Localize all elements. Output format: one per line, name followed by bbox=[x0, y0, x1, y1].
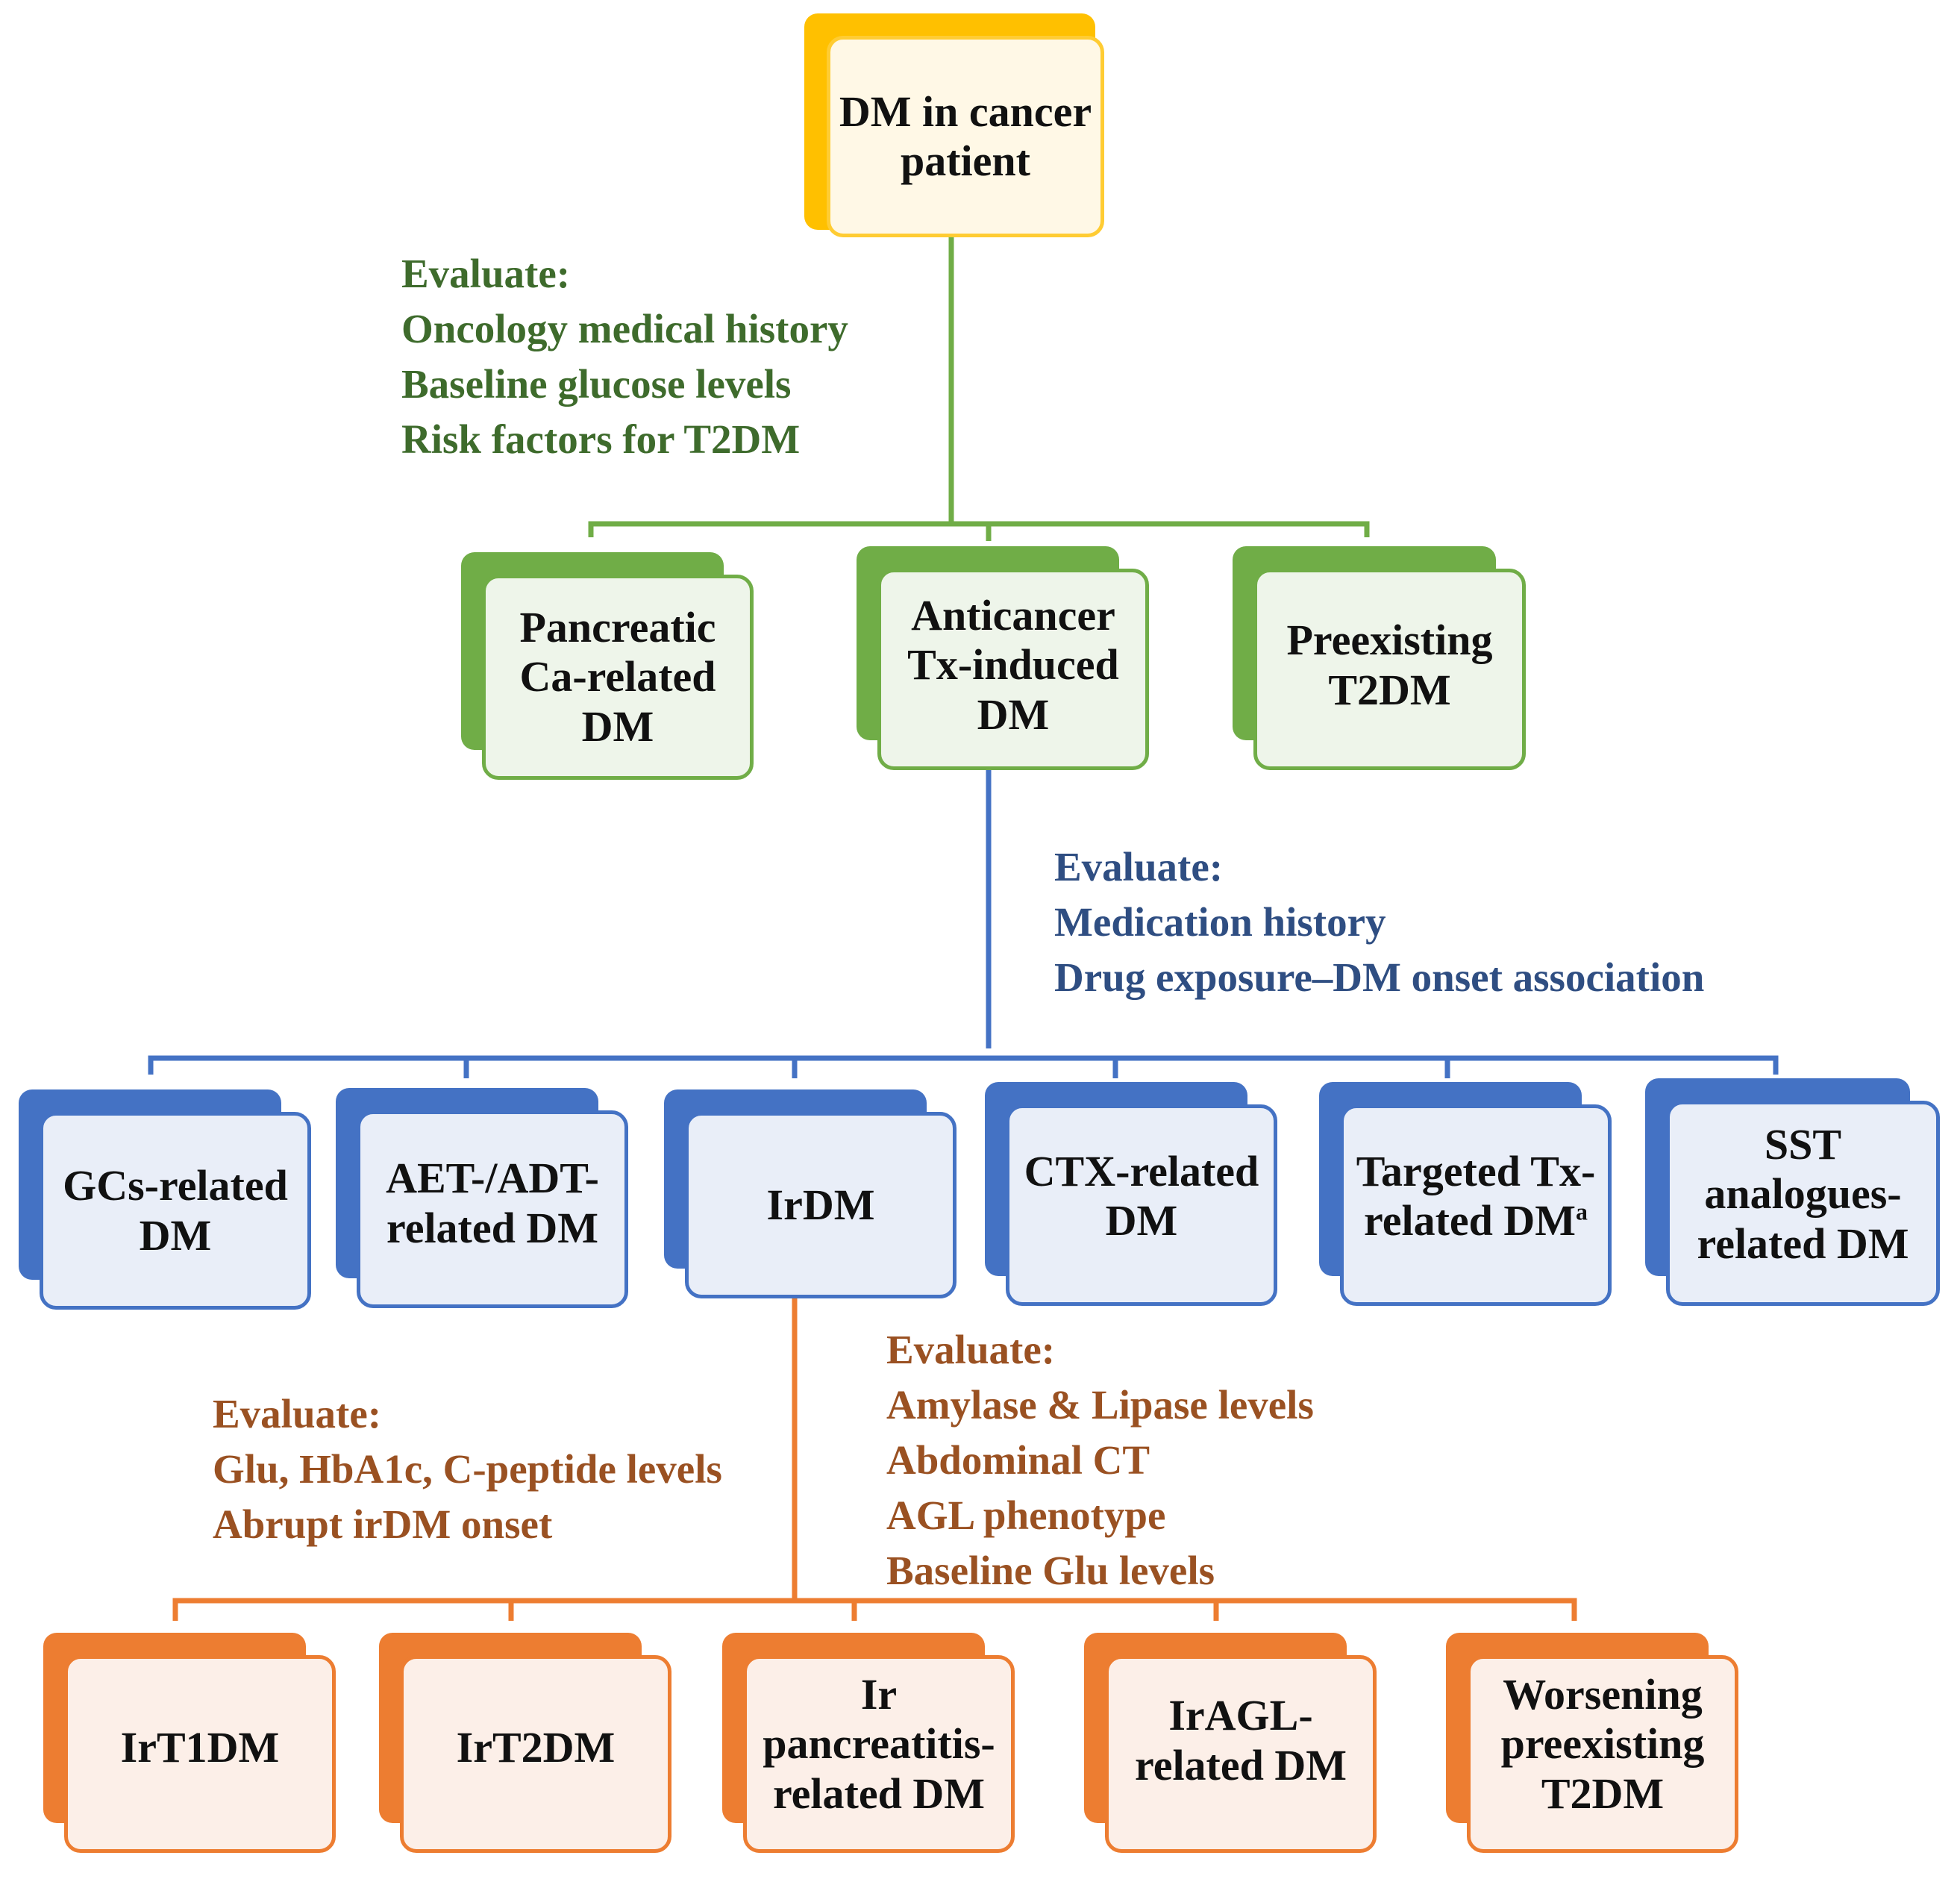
node-ir-pancreatitis-related-dm[interactable]: Ir pancreatitis- related DM bbox=[722, 1633, 1015, 1853]
node-pancreatic-ca-related-dm[interactable]: Pancreatic Ca-related DM bbox=[461, 552, 754, 780]
evaluate-item: Abdominal CT bbox=[886, 1437, 1150, 1483]
node-label: Worsening preexisting T2DM bbox=[1500, 1670, 1705, 1818]
node-label-text: Targeted Tx- related DM bbox=[1356, 1146, 1596, 1245]
node-label: CTX-related DM bbox=[1024, 1146, 1259, 1245]
level3-branch-line bbox=[172, 1598, 1577, 1621]
footnote-marker: a bbox=[1576, 1198, 1588, 1225]
node-label: IrT1DM bbox=[120, 1723, 280, 1772]
node-label: Preexisting T2DM bbox=[1286, 616, 1493, 714]
node-label: Anticancer Tx-induced DM bbox=[907, 591, 1119, 739]
node-anticancer-tx-induced-dm[interactable]: Anticancer Tx-induced DM bbox=[857, 546, 1149, 770]
evaluate-note-level3-left: Evaluate: Glu, HbA1c, C-peptide levels A… bbox=[213, 1386, 722, 1552]
evaluate-heading: Evaluate: bbox=[1054, 844, 1224, 890]
evaluate-heading: Evaluate: bbox=[213, 1391, 382, 1436]
node-label: IrT2DM bbox=[456, 1723, 616, 1772]
blue-connectors bbox=[148, 769, 1779, 1078]
root-label: DM in cancer patient bbox=[839, 87, 1092, 185]
evaluate-note-level2: Evaluate: Medication history Drug exposu… bbox=[1054, 840, 1704, 1005]
node-irt1dm[interactable]: IrT1DM bbox=[43, 1633, 336, 1853]
node-label: IrAGL- related DM bbox=[1135, 1691, 1347, 1789]
evaluate-heading: Evaluate: bbox=[401, 251, 571, 296]
node-irdm[interactable]: IrDM bbox=[664, 1089, 956, 1298]
evaluate-note-level3-right: Evaluate: Amylase & Lipase levels Abdomi… bbox=[886, 1322, 1314, 1598]
evaluate-item: Amylase & Lipase levels bbox=[886, 1382, 1314, 1428]
evaluate-item: Glu, HbA1c, C-peptide levels bbox=[213, 1446, 722, 1492]
evaluate-item: Oncology medical history bbox=[401, 306, 848, 351]
evaluate-item: Medication history bbox=[1054, 899, 1386, 945]
node-label: SST analogues- related DM bbox=[1697, 1120, 1909, 1268]
node-dm-in-cancer-patient[interactable]: DM in cancer patient bbox=[804, 13, 1125, 260]
node-preexisting-t2dm[interactable]: Preexisting T2DM bbox=[1233, 546, 1526, 770]
level1-branch-line bbox=[588, 521, 1370, 537]
evaluate-item: Abrupt irDM onset bbox=[213, 1501, 553, 1547]
root-connectors bbox=[588, 228, 1370, 541]
node-sst-analogues-related-dm[interactable]: SST analogues- related DM bbox=[1645, 1078, 1940, 1306]
node-label: Targeted Tx- related DMa bbox=[1340, 1095, 1612, 1297]
evaluate-note-level1: Evaluate: Oncology medical history Basel… bbox=[401, 246, 848, 467]
node-label: GCs-related DM bbox=[63, 1161, 288, 1260]
node-label: IrDM bbox=[766, 1180, 875, 1229]
node-label: Ir pancreatitis- related DM bbox=[763, 1670, 995, 1818]
node-worsening-preexisting-t2dm[interactable]: Worsening preexisting T2DM bbox=[1446, 1633, 1738, 1853]
node-aet-adt-related-dm[interactable]: AET-/ADT- related DM bbox=[336, 1088, 628, 1308]
node-label: AET-/ADT- related DM bbox=[386, 1154, 599, 1252]
evaluate-heading: Evaluate: bbox=[886, 1327, 1056, 1372]
node-irt2dm[interactable]: IrT2DM bbox=[379, 1633, 671, 1853]
node-gcs-related-dm[interactable]: GCs-related DM bbox=[19, 1089, 311, 1310]
orange-connectors bbox=[172, 1295, 1577, 1621]
node-label: Pancreatic Ca-related DM bbox=[519, 603, 716, 751]
node-ctx-related-dm[interactable]: CTX-related DM bbox=[985, 1082, 1277, 1306]
node-iragl-related-dm[interactable]: IrAGL- related DM bbox=[1084, 1633, 1377, 1853]
evaluate-item: Baseline Glu levels bbox=[886, 1548, 1215, 1593]
evaluate-item: Drug exposure–DM onset association bbox=[1054, 954, 1705, 1000]
node-targeted-tx-related-dm[interactable]: Targeted Tx- related DMa bbox=[1319, 1082, 1612, 1306]
evaluate-item: Risk factors for T2DM bbox=[401, 416, 801, 462]
evaluate-item: Baseline glucose levels bbox=[401, 361, 792, 407]
level2-branch-line bbox=[148, 1055, 1779, 1075]
evaluate-item: AGL phenotype bbox=[886, 1492, 1166, 1538]
